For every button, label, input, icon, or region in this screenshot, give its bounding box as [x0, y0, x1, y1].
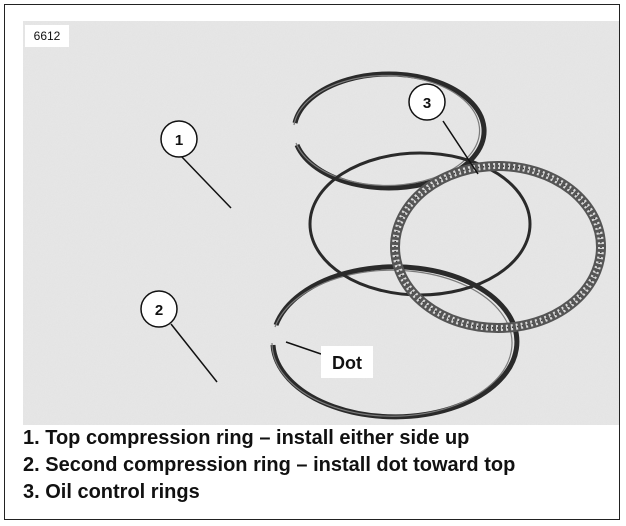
legend-item-2: 2. Second compression ring – install dot…	[23, 454, 516, 476]
legend-item-1: 1. Top compression ring – install either…	[23, 427, 470, 449]
leader-line-3	[442, 120, 479, 175]
dot-label-box: Dot	[321, 346, 373, 378]
callout-2-number: 2	[155, 302, 163, 319]
callout-3-number: 3	[423, 95, 431, 112]
leader-line-dot	[285, 341, 322, 355]
callout-2: 2	[140, 290, 178, 328]
legend-item-3: 3. Oil control rings	[23, 481, 200, 503]
leader-line-2	[170, 323, 218, 383]
oil-control-rings	[308, 151, 606, 333]
legend: 1. Top compression ring – install either…	[23, 425, 619, 506]
figure-id: 6612	[25, 25, 69, 47]
dot-label: Dot	[332, 353, 362, 373]
top-compression-ring	[292, 71, 487, 191]
leader-line-1	[180, 155, 232, 209]
piston-rings-illustration: 1 2 3 Dot	[23, 21, 619, 425]
rings-drawing: 1 2 3 Dot	[23, 21, 619, 425]
callout-1: 1	[160, 120, 198, 158]
piston-ring-figure: 1 2 3 Dot 6612 1. Top compression ring –…	[4, 4, 620, 520]
callout-3: 3	[408, 83, 446, 121]
callout-1-number: 1	[175, 132, 183, 149]
